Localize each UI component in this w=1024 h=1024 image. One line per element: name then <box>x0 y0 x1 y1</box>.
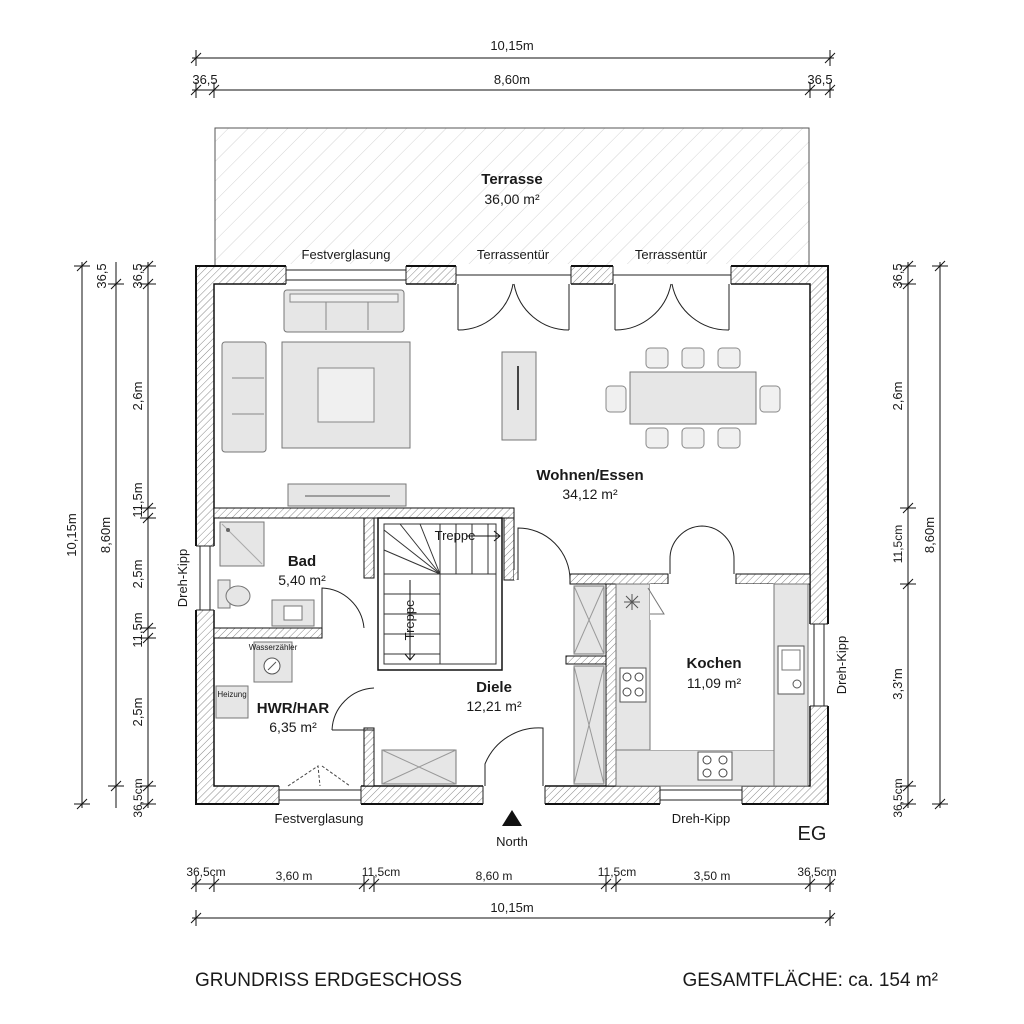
plan-title: GRUNDRISS ERDGESCHOSS <box>195 970 462 991</box>
label-treppe-1: Treppe <box>435 528 476 543</box>
dim-right-seg-3: 11,5cm <box>891 525 905 563</box>
floor-tag: EG <box>798 823 827 845</box>
top-wall-openings <box>285 264 732 331</box>
interior-walls <box>213 507 811 787</box>
dim-bottom-seg-2: 3,60 m <box>276 869 313 883</box>
north-label: North <box>496 834 528 849</box>
dimensions-bottom <box>190 876 836 926</box>
dim-right-seg-5: 36,5cm <box>891 778 905 817</box>
dim-left-inner: 8,60m <box>98 517 113 553</box>
terrace: Terrasse 36,00 m² <box>214 127 810 267</box>
living-name: Wohnen/Essen <box>536 467 643 484</box>
dim-right-overall: 8,60m <box>922 517 937 553</box>
dim-top-overall: 10,15m <box>490 38 533 53</box>
label-festverglasung-bottom: Festverglasung <box>275 811 364 826</box>
living-area: 34,12 m² <box>562 486 618 502</box>
dimensions-top <box>190 50 836 98</box>
label-terrassentuer-2: Terrassentür <box>635 247 708 262</box>
dim-left-seg-2: 2,6m <box>130 382 145 411</box>
utility-area: 6,35 m² <box>269 719 317 735</box>
dim-right-seg-1: 36,5 <box>890 263 905 288</box>
kitchen-area: 11,09 m² <box>687 675 742 691</box>
dim-left-seg-4: 2,5m <box>130 560 145 589</box>
label-dreh-kipp-right: Dreh-Kipp <box>834 636 849 695</box>
label-dreh-kipp-left: Dreh-Kipp <box>175 549 190 608</box>
north-arrow: North <box>496 810 528 849</box>
dim-bottom-overall: 10,15m <box>490 900 533 915</box>
dim-left-seg-1: 36,5 <box>130 263 145 288</box>
dimensions-left <box>74 260 156 810</box>
terrace-name: Terrasse <box>481 171 542 188</box>
living-furniture <box>221 289 781 507</box>
plan-total-area: GESAMTFLÄCHE: ca. 154 m² <box>682 970 938 991</box>
hall-area: 12,21 m² <box>466 698 522 714</box>
dim-bottom-seg-7: 36,5cm <box>797 865 836 879</box>
bath-area: 5,40 m² <box>278 572 326 588</box>
dim-left-overall: 10,15m <box>64 513 79 556</box>
bath-fixtures <box>217 521 315 627</box>
dim-bottom-seg-1: 36,5cm <box>186 865 225 879</box>
label-meter: Wasserzähler <box>249 643 298 652</box>
dim-bottom-seg-6: 3,50 m <box>694 869 731 883</box>
dim-left-seg-6: 2,5m <box>130 698 145 727</box>
dimensions-right <box>900 260 948 810</box>
terrace-area: 36,00 m² <box>484 191 540 207</box>
dim-top-left-wall: 36,5 <box>192 72 217 87</box>
label-heizung: Heizung <box>217 690 246 699</box>
bottom-wall-openings <box>278 727 743 806</box>
utility-fixtures: Wasserzähler Heizung <box>215 641 298 719</box>
dim-right-seg-2: 2,6m <box>890 382 905 411</box>
dim-top-inner: 8,60m <box>494 72 530 87</box>
interior-doors <box>321 525 735 731</box>
dim-bottom-seg-4: 8,60 m <box>476 869 513 883</box>
label-dreh-kipp-bottom: Dreh-Kipp <box>672 811 731 826</box>
dim-left-seg-7: 36,5cm <box>131 778 145 817</box>
label-festverglasung-top: Festverglasung <box>302 247 391 262</box>
dim-left-seg-5: 11,5m <box>130 612 145 647</box>
label-treppe-2: Treppe <box>402 600 417 641</box>
dim-left-seg-3: 11,5m <box>130 482 145 517</box>
dim-bottom-seg-3: 11,5cm <box>362 865 400 879</box>
window-left-bath <box>194 545 216 611</box>
hall-wardrobes <box>381 585 605 785</box>
dim-top-right-wall: 36,5 <box>807 72 832 87</box>
dim-left-seg-1-inner: 36,5 <box>94 263 109 288</box>
bath-name: Bad <box>288 553 316 570</box>
window-right-kitchen <box>808 623 830 707</box>
kitchen-name: Kochen <box>686 655 741 672</box>
utility-name: HWR/HAR <box>257 700 330 717</box>
hall-name: Diele <box>476 679 512 696</box>
label-terrassentuer-1: Terrassentür <box>477 247 550 262</box>
dim-bottom-seg-5: 11,5cm <box>598 865 636 879</box>
dim-right-seg-4: 3,3'm <box>890 668 905 699</box>
kitchen-fixtures <box>615 583 809 787</box>
staircase <box>377 517 503 671</box>
